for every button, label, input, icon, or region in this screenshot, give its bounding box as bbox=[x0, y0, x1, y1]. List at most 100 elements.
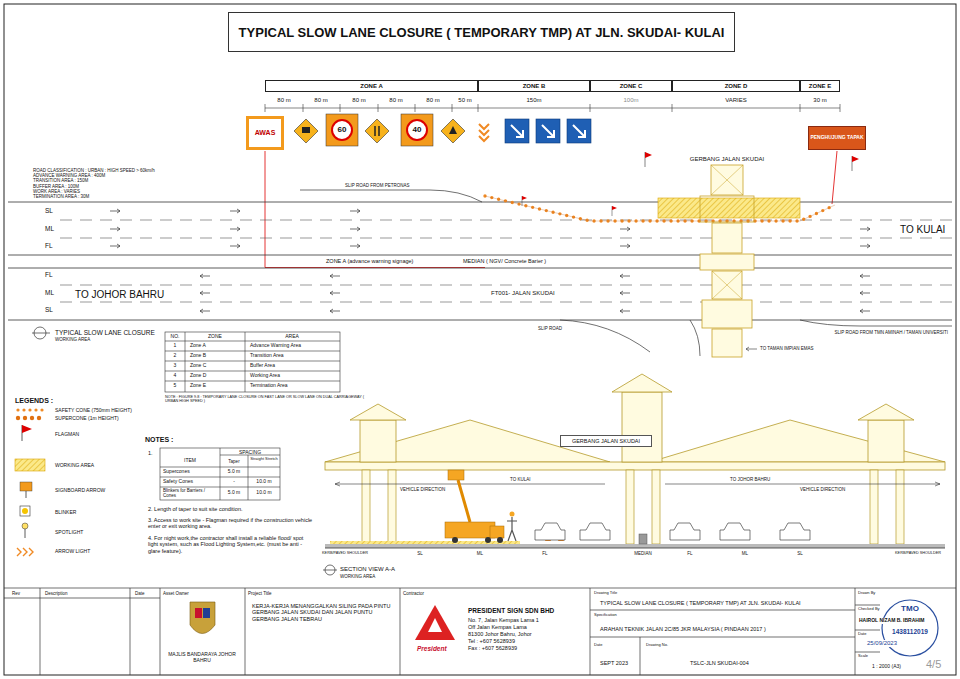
label-text: KERJA-KERJA MENANGGALKAN SILING PADA PIN… bbox=[252, 603, 395, 622]
label-text: Drawn By bbox=[858, 591, 875, 596]
label-text: Zone A bbox=[190, 343, 206, 349]
label-text: Advance Warning Area bbox=[250, 343, 301, 349]
label-text: Zone E bbox=[190, 383, 206, 389]
label-text: FL bbox=[687, 551, 692, 556]
label-text: FT001- JALAN SKUDAI bbox=[490, 290, 556, 297]
label-text: 1 : 2000 (A3) bbox=[872, 664, 901, 670]
label-text: SLIP ROAD FROM TMN AMINAH / TAMAN UNIVER… bbox=[835, 330, 948, 335]
node-text: AWAS bbox=[255, 129, 276, 137]
label-text: Off Jalan Kempas Lama bbox=[468, 624, 527, 630]
label-text: 5.0 m bbox=[228, 490, 241, 496]
label-text: FL bbox=[542, 551, 547, 556]
label-text: 5 bbox=[174, 383, 177, 389]
label-text: SLIP ROAD bbox=[538, 326, 562, 331]
label-text: Date bbox=[594, 643, 602, 648]
node-text: 40 bbox=[413, 126, 422, 135]
label-text: TO TAMAN IMPIAN EMAS bbox=[760, 346, 814, 351]
label-text: Fax : +607 5628939 bbox=[468, 645, 517, 651]
label-text: 10.0 m bbox=[256, 479, 271, 485]
label-text: 3. Access to work site - Flagman require… bbox=[148, 517, 313, 530]
label-text: 5.0 m bbox=[228, 469, 241, 475]
label-text: TO KULAI bbox=[510, 477, 530, 482]
label-text: ML bbox=[45, 289, 54, 296]
label-text: TRANSITION AREA : 150M bbox=[33, 178, 88, 183]
label-text: VEHICLE DIRECTION bbox=[800, 487, 845, 492]
label-text: SL bbox=[45, 207, 53, 214]
label-text: ITEM bbox=[184, 458, 196, 464]
label-text: Zone D bbox=[190, 373, 206, 379]
label-text: Straight Stretch bbox=[249, 457, 279, 462]
label-text: SL bbox=[45, 306, 53, 313]
legend-text: WORKING AREA bbox=[55, 463, 94, 469]
label-text: 80 m bbox=[389, 97, 402, 104]
gate-label-box: GERBANG JALAN SKUDAI bbox=[560, 435, 652, 447]
label-text: FL bbox=[45, 271, 53, 278]
label-text: TERMINATION AREA : 30M bbox=[33, 194, 89, 199]
label-text: 4/5 bbox=[926, 658, 941, 671]
label-text: ARAHAN TEKNIK JALAN 2C/85 JKR MALAYSIA (… bbox=[600, 626, 766, 632]
label-text: President bbox=[417, 645, 447, 652]
label-text: ZONE A (advance warning signage) bbox=[325, 258, 414, 264]
label-text: MAJLIS BANDARAYA JOHOR BAHRU bbox=[162, 652, 242, 664]
label-text: 2. Length of taper to suit site conditio… bbox=[148, 506, 242, 512]
label-text: Buffer Area bbox=[250, 363, 275, 369]
label-text: Date bbox=[135, 591, 145, 596]
label-text: ML bbox=[742, 551, 748, 556]
label-text: TO JOHOR BAHRU bbox=[730, 477, 770, 482]
node-text: ZONE A bbox=[360, 83, 382, 90]
label-text: MEDIAN ( NGV/ Concrete Barier ) bbox=[462, 258, 547, 264]
label-text: WORKING AREA bbox=[340, 574, 375, 579]
label-text: 1. bbox=[148, 450, 153, 456]
label-text: 100m bbox=[623, 97, 638, 104]
label-text: 4 bbox=[174, 373, 177, 379]
legend-text: FLAGMAN bbox=[55, 432, 79, 438]
label-text: Asset Owner bbox=[163, 591, 189, 596]
label-text: Contractor bbox=[403, 591, 424, 596]
node-text: PENGHUJUNG TAPAK bbox=[810, 135, 863, 141]
node-text: 60 bbox=[338, 126, 347, 135]
title-box: TYPICAL SLOW LANE CLOSURE ( TEMPORARY TM… bbox=[228, 12, 735, 52]
label-text: ADVANCE WARNING AREA : 400M bbox=[33, 173, 105, 178]
label-text: TYPICAL SLOW LANE CLOSURE bbox=[55, 329, 155, 336]
label-text: 4. For night work,the contractor shall i… bbox=[148, 535, 313, 554]
label-text: ML bbox=[45, 225, 54, 232]
label-text: ZONE bbox=[208, 334, 222, 340]
warning-sign: AWAS bbox=[246, 116, 284, 150]
zone-box: ZONE C bbox=[590, 80, 672, 92]
label-text: TO KULAI bbox=[900, 224, 945, 236]
label-text: Project Title bbox=[248, 591, 272, 596]
label-text: 80 m bbox=[352, 97, 365, 104]
label-text: TSLC-JLN SKUDAI-004 bbox=[690, 660, 749, 666]
label-text: FL bbox=[45, 242, 53, 249]
legend-text: SAFETY CONE (750mm HEIGHT) bbox=[55, 408, 132, 414]
node-text: ZONE B bbox=[523, 83, 546, 90]
label-text: SL bbox=[797, 551, 803, 556]
label-text: Drawing No. bbox=[646, 643, 668, 648]
zone-box: ZONE B bbox=[478, 80, 590, 92]
label-text: GERBANG JALAN SKUDAI bbox=[690, 156, 764, 163]
end-sign: PENGHUJUNG TAPAK bbox=[808, 126, 866, 150]
label-text: AREA bbox=[285, 334, 299, 340]
label-text: MEDIAN bbox=[634, 551, 652, 556]
speed-limit-sign: 60 bbox=[331, 119, 353, 141]
zone-box: ZONE A bbox=[265, 80, 478, 92]
label-text: Checked By bbox=[858, 607, 880, 612]
legend-text: SPOTLIGHT bbox=[55, 530, 83, 536]
label-text: ROAD CLASSIFICATION : URBAN : HIGH SPEED… bbox=[33, 168, 155, 173]
label-text: 3 bbox=[174, 363, 177, 369]
label-text: 80 m bbox=[314, 97, 327, 104]
label-text: Taper bbox=[228, 459, 239, 464]
label-text: NOTE : FIGURE 9.8 : TEMPORARY LANE CLOSU… bbox=[165, 395, 365, 404]
label-text: VEHICLE DIRECTION bbox=[400, 487, 445, 492]
label-text: ML bbox=[477, 551, 483, 556]
legend-text: SUPERCONE (1m HEIGHT) bbox=[55, 416, 119, 422]
label-text: WORKING AREA bbox=[55, 337, 90, 342]
label-text: Supercones bbox=[163, 469, 190, 475]
label-text: HAIROL NIZAM B. IBRAHIM bbox=[858, 618, 925, 624]
label-text: TMO bbox=[901, 604, 919, 613]
zone-box: ZONE D bbox=[672, 80, 800, 92]
label-text: 1438112019 bbox=[892, 628, 928, 635]
zone-box: ZONE E bbox=[800, 80, 840, 92]
label-text: NOTES : bbox=[145, 436, 173, 444]
label-text: VARIES bbox=[725, 97, 747, 104]
